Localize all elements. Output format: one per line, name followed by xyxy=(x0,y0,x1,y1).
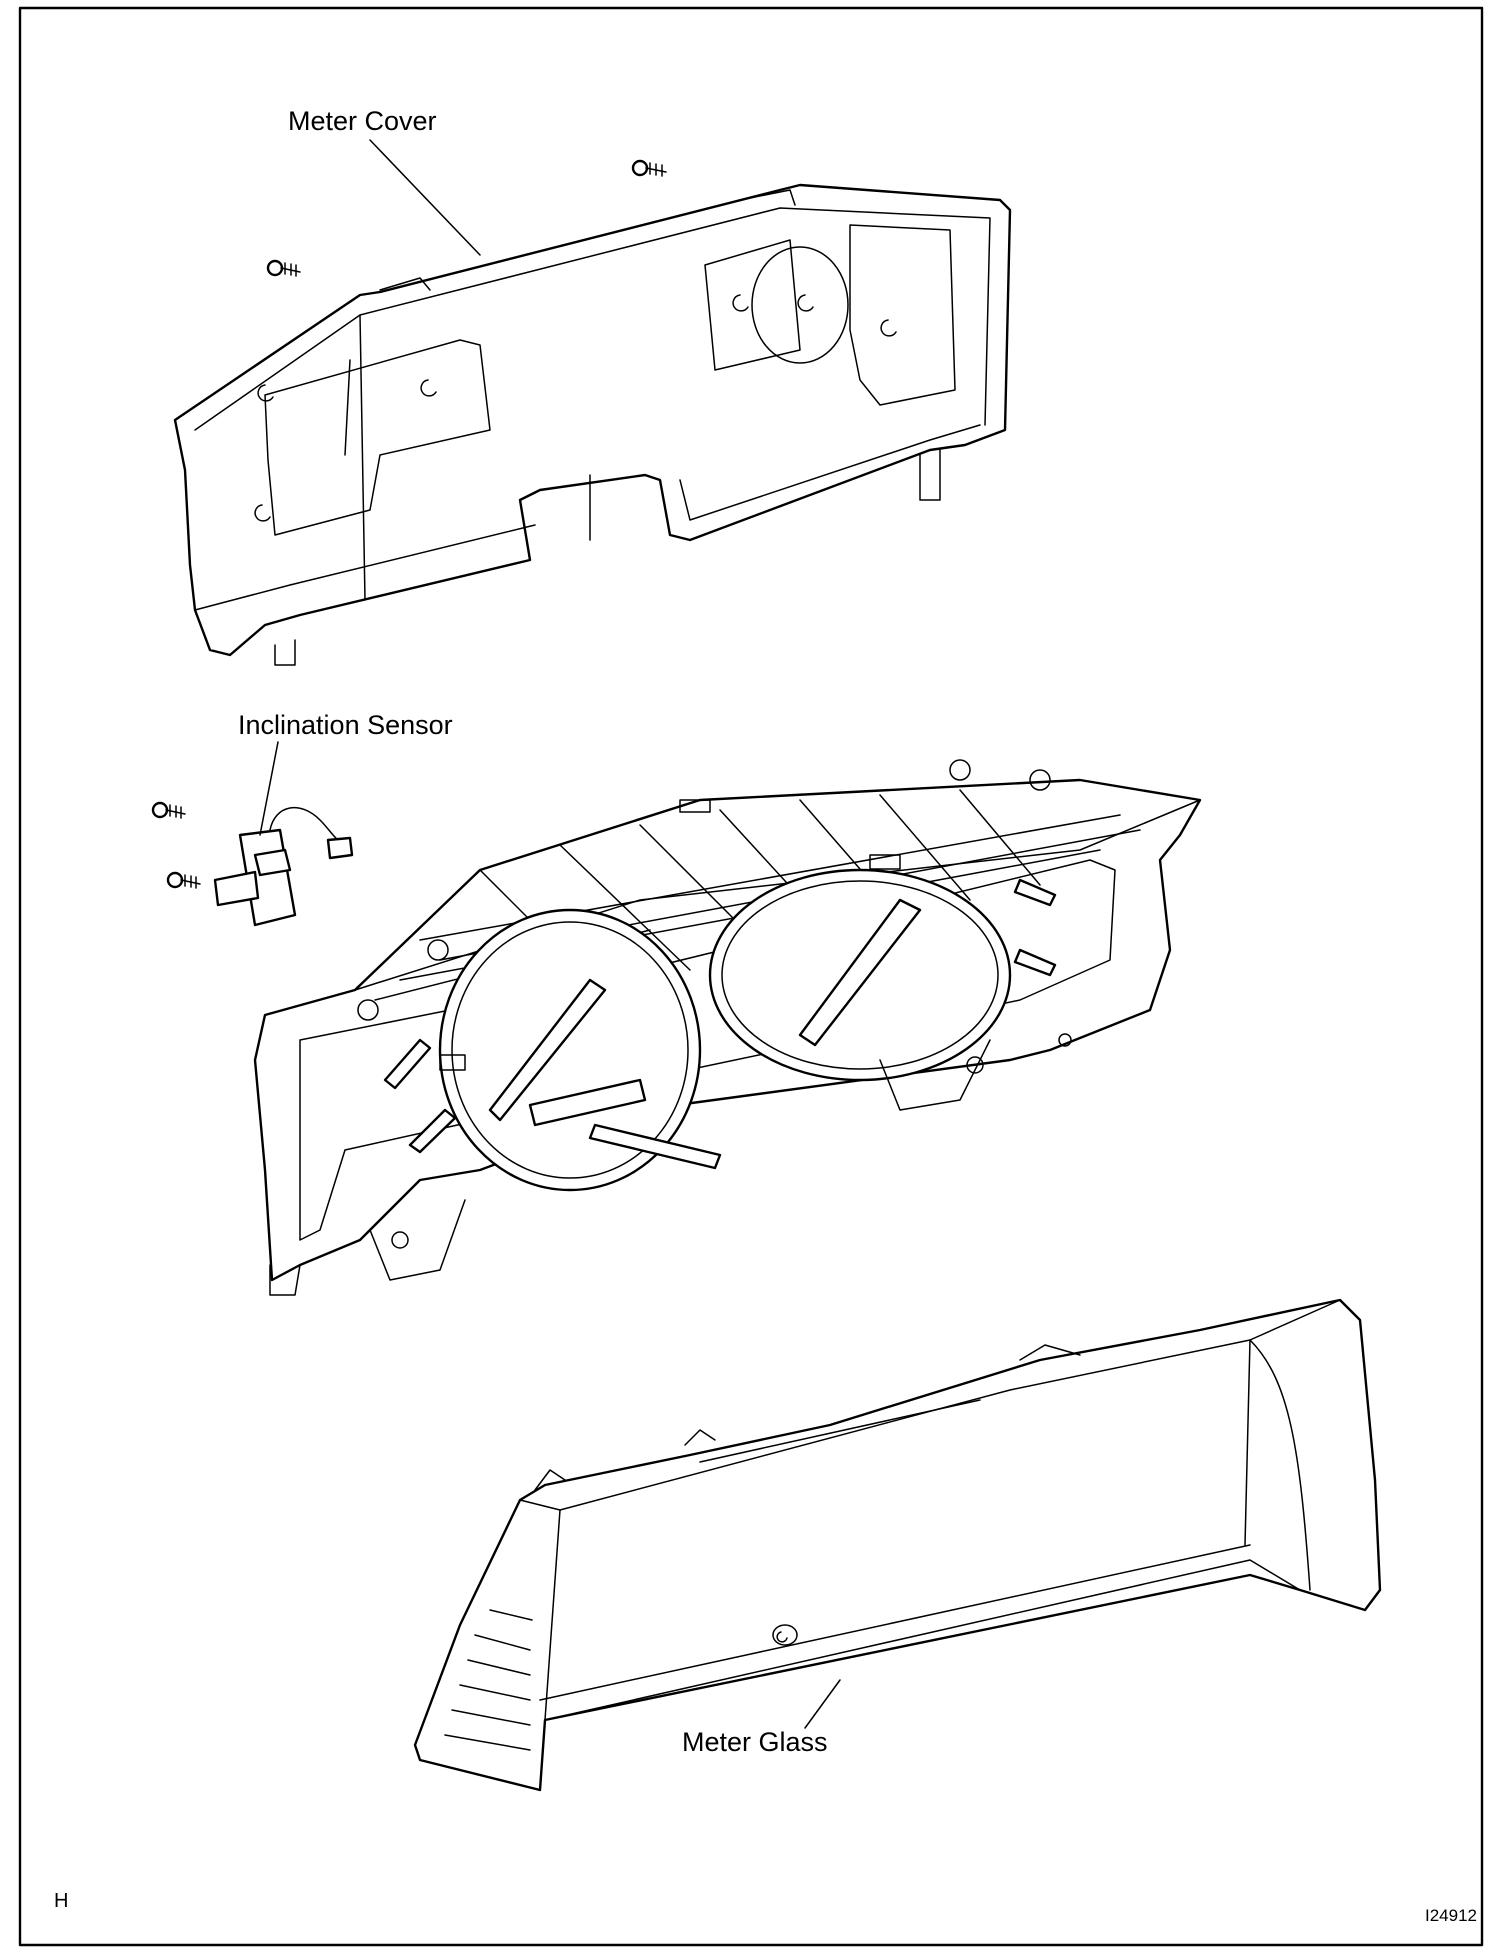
leader-inclination-sensor xyxy=(259,741,279,836)
screw-icon xyxy=(151,801,186,819)
screw-icon xyxy=(266,259,301,277)
page-border xyxy=(18,6,1484,1947)
meter-cover-part xyxy=(173,183,1012,666)
inclination-sensor-part xyxy=(213,806,354,927)
corner-code-left: H xyxy=(54,1890,69,1912)
leader-meter-glass xyxy=(804,1679,841,1729)
meter-glass-label: Meter Glass xyxy=(682,1727,828,1757)
meter-glass-part xyxy=(413,1298,1382,1792)
combination-meter-part xyxy=(253,759,1202,1296)
screw-icon xyxy=(166,871,201,889)
screw-icon xyxy=(631,159,667,177)
meter-cover-label: Meter Cover xyxy=(288,106,437,136)
corner-code-right: I24912 xyxy=(1425,1906,1477,1925)
leader-meter-cover xyxy=(369,139,481,256)
inclination-sensor-label: Inclination Sensor xyxy=(238,710,453,740)
